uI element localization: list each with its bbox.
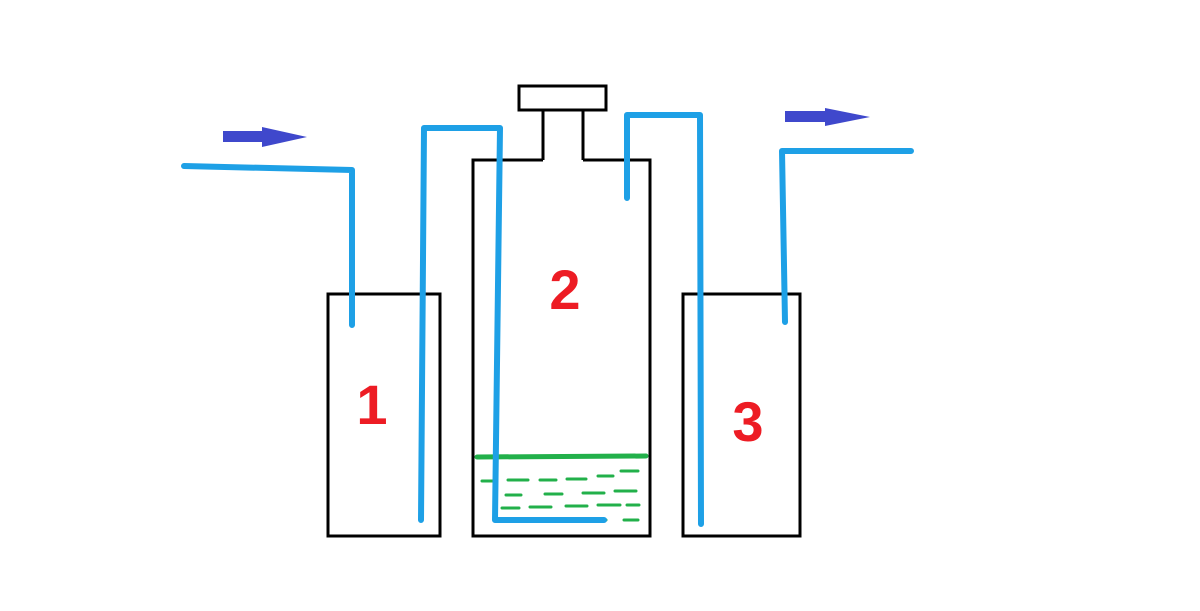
vessel-2-stopper bbox=[517, 84, 608, 112]
inlet-arrow-icon bbox=[223, 127, 307, 147]
vessel-2-neck bbox=[541, 110, 585, 160]
outlet-arrow-icon bbox=[785, 108, 870, 126]
vessel-3-label: 3 bbox=[732, 390, 763, 453]
outlet-tube bbox=[779, 148, 914, 325]
inlet-tube bbox=[181, 163, 355, 328]
vessel-3 bbox=[681, 292, 802, 538]
liquid-surface bbox=[474, 453, 649, 460]
liquid-dashes bbox=[480, 469, 641, 523]
tubes bbox=[181, 112, 914, 527]
vessel-2 bbox=[471, 158, 652, 538]
vessel-1 bbox=[326, 292, 442, 538]
liquid bbox=[474, 453, 649, 523]
tube-2-to-3 bbox=[624, 112, 704, 527]
vessel-1-label: 1 bbox=[356, 373, 387, 436]
vessel-2-label: 2 bbox=[549, 258, 580, 321]
tube-1-to-2 bbox=[418, 125, 607, 523]
